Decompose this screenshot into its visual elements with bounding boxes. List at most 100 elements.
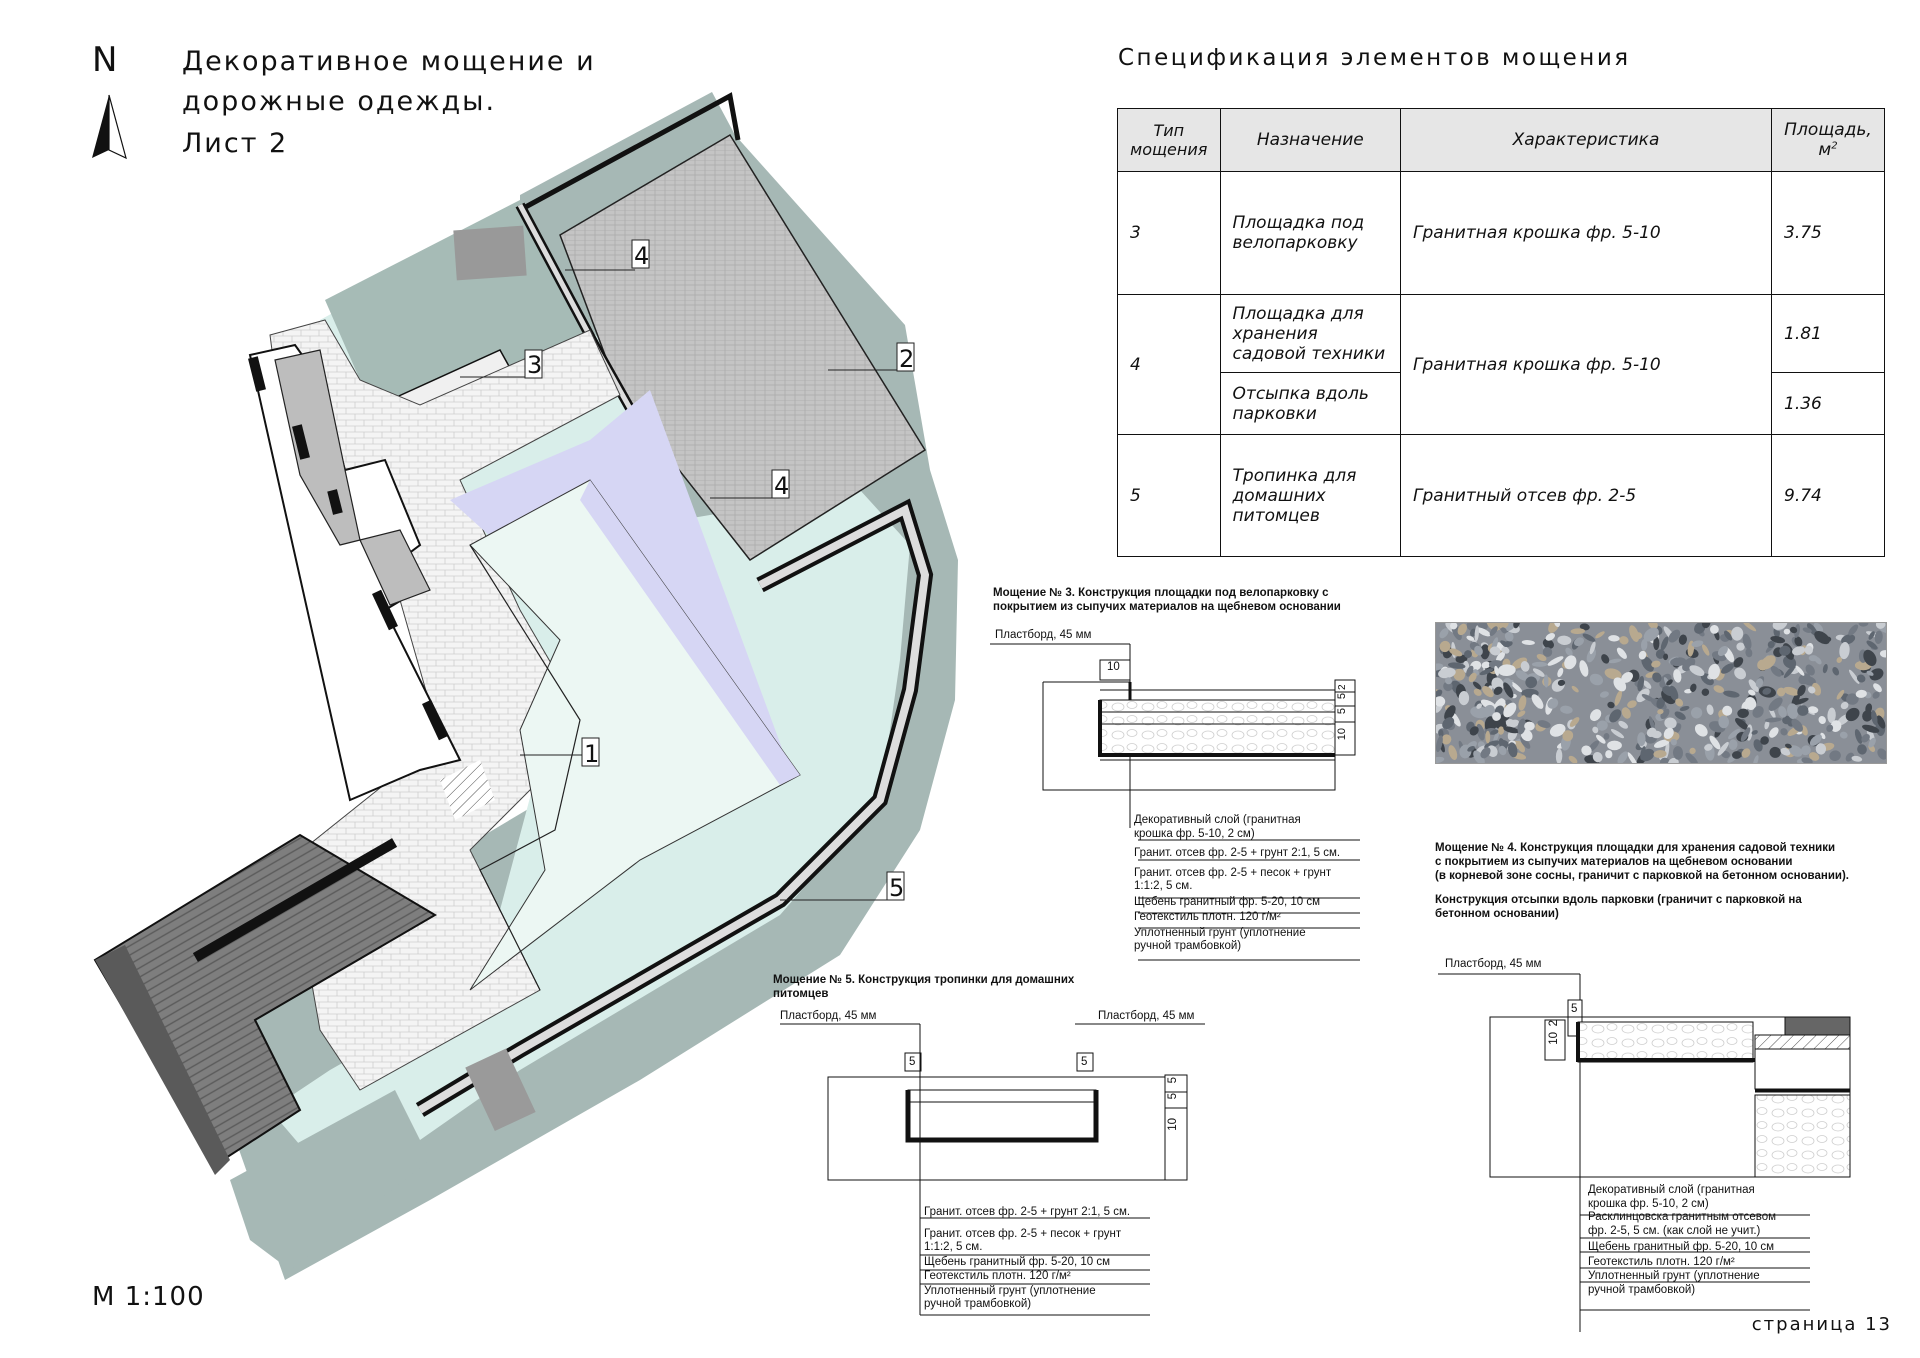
dim-label: 5 — [1336, 708, 1348, 715]
layer-text: Геотекстиль плотн. 120 г/м² — [1134, 911, 1281, 923]
dim-label: 5 — [1167, 1093, 1179, 1100]
dim-label: 10 — [1167, 1118, 1179, 1131]
title-line: Лист 2 — [182, 128, 289, 159]
section-3-board-label: Пластборд, 45 мм — [995, 629, 1092, 641]
dim-label: 5 — [1081, 1056, 1088, 1068]
dim-label: 5 — [909, 1056, 916, 1068]
caption-line: с покрытием из сыпучих материалов на щеб… — [1435, 856, 1793, 868]
zone-label-4-top: 4 — [634, 242, 649, 270]
header-area-text: Площадь, м — [1784, 120, 1872, 160]
page-number: страница 13 — [1751, 1314, 1892, 1335]
cell-char: Гранитный отсев фр. 2-5 — [1400, 434, 1773, 557]
zone-label-2: 2 — [899, 345, 914, 373]
caption-line: Мощение № 3. Конструкция площадки под ве… — [993, 587, 1329, 599]
header-area: Площадь, м2 — [1771, 108, 1885, 172]
layer-text: Гранит. отсев фр. 2-5 + грунт 2:1, 5 см. — [1134, 847, 1341, 859]
caption-line: Конструкция отсыпки вдоль парковки (гран… — [1435, 894, 1802, 906]
layer-text: Декоративный слой (гранитная — [1134, 814, 1301, 826]
layer-text: Гранит. отсев фр. 2-5 + песок + грунт — [924, 1227, 1122, 1240]
dim-label: 5 — [1571, 1003, 1578, 1015]
section-5-layers: Гранит. отсев фр. 2-5 + грунт 2:1, 5 см.… — [924, 1206, 1130, 1312]
layer-text: Геотекстиль плотн. 120 г/м² — [924, 1270, 1071, 1282]
zone-label-4-mid: 4 — [774, 472, 789, 500]
header-char: Характеристика — [1400, 108, 1773, 172]
section-4-layers: Декоративный слой (гранитная крошка фр. … — [1588, 1184, 1776, 1297]
layer-text: 1:1:2, 5 см. — [924, 1241, 983, 1253]
zone-label-3: 3 — [527, 351, 542, 379]
section-3-layers: Декоративный слой (гранитная крошка фр. … — [1134, 814, 1340, 954]
table-row: 3 Площадка под велопарковку Гранитная кр… — [1117, 171, 1885, 295]
table-row: 4 Площадка для хранения садовой техники … — [1117, 294, 1885, 435]
section-5-drawing — [780, 1023, 1205, 1316]
caption-line: (в корневой зоне сосны, граничит с парко… — [1435, 870, 1849, 882]
cell-area: 1.36 — [1771, 372, 1885, 435]
dim-label: 10 — [1107, 661, 1120, 673]
zone-4-parking — [465, 1048, 536, 1132]
cell-char: Гранитная крошка фр. 5-10 — [1400, 294, 1773, 435]
zone-label-1: 1 — [584, 740, 599, 768]
border-line — [518, 92, 741, 213]
header-purpose: Назначение — [1219, 108, 1402, 172]
north-label: N — [92, 40, 118, 80]
title-line: Декоративное мощение и — [182, 46, 596, 77]
house-walls — [248, 343, 462, 802]
layer-text: фр. 2-5, 5 см. (как слой не учит.) — [1588, 1224, 1761, 1237]
layer-text: ручной трамбовкой) — [924, 1298, 1032, 1310]
section-5-board-right: Пластборд, 45 мм — [1098, 1010, 1195, 1022]
dim-label: 10 — [1336, 728, 1348, 741]
layer-text: 1:1:2, 5 см. — [1134, 880, 1193, 892]
layer-text: крошка фр. 5-10, 2 см) — [1588, 1197, 1709, 1210]
layer-text: Гранит. отсев фр. 2-5 + песок + грунт — [1134, 866, 1332, 879]
cell-purpose: Площадка под велопарковку — [1219, 171, 1402, 295]
cell-area: 3.75 — [1771, 171, 1885, 295]
section-5-board-left: Пластборд, 45 мм — [780, 1010, 877, 1022]
caption-line: покрытием из сыпучих материалов на щебне… — [993, 601, 1341, 613]
layer-text: Расклинцовска гранитным отсевом — [1588, 1211, 1776, 1223]
lawn-bottom — [230, 1090, 430, 1270]
layer-text: Декоративный слой (гранитная — [1588, 1184, 1755, 1196]
layer-text: ручной трамбовкой) — [1134, 940, 1242, 952]
zone-4-small — [453, 225, 527, 281]
layer-text: Щебень гранитный фр. 5-20, 10 см — [1134, 895, 1320, 908]
cell-purpose: Тропинка для домашних питомцев — [1219, 434, 1402, 557]
dim-label: 5 — [1336, 693, 1348, 700]
caption-line: бетонном основании) — [1435, 908, 1559, 920]
header-type: Тип мощения — [1117, 108, 1221, 172]
scale-label: М 1:100 — [92, 1282, 205, 1312]
caption-line: Мощение № 4. Конструкция площадки для хр… — [1435, 842, 1836, 854]
spec-table: Тип мощения Назначение Характеристика Пл… — [1117, 108, 1885, 557]
header-area-sup: 2 — [1831, 140, 1838, 152]
section-4-caption: Мощение № 4. Конструкция площадки для хр… — [1435, 841, 1849, 921]
table-row: 5 Тропинка для домашних питомцев Гранитн… — [1117, 434, 1885, 557]
layer-text: Уплотненный грунт (уплотнение — [1134, 926, 1306, 939]
cell-area: 1.81 — [1771, 294, 1885, 373]
cell-char: Гранитная крошка фр. 5-10 — [1400, 171, 1773, 295]
dim-label: 2 — [1548, 1020, 1560, 1027]
cell-area: 9.74 — [1771, 434, 1885, 557]
gravel-photo — [1435, 622, 1887, 764]
cell-type: 4 — [1117, 294, 1221, 435]
zone-labels: 1 2 3 4 4 5 — [460, 239, 915, 902]
north-arrow-icon — [92, 94, 127, 160]
page-title: Декоративное мощение и дорожные одежды. … — [182, 42, 596, 164]
title-line: дорожные одежды. — [182, 86, 497, 117]
caption-line: Мощение № 5. Конструкция тропинки для до… — [773, 974, 1075, 986]
zone-1-outline — [469, 544, 581, 991]
zone-label-5: 5 — [889, 874, 904, 902]
section-3-caption: Мощение № 3. Конструкция площадки под ве… — [993, 586, 1341, 614]
section-4-drawing — [1438, 973, 1851, 1332]
section-5-caption: Мощение № 5. Конструкция тропинки для до… — [773, 973, 1074, 1001]
dim-label: 10 — [1548, 1032, 1560, 1045]
cell-purpose: Площадка для хранения садовой техники — [1219, 294, 1402, 373]
pool-area — [469, 479, 801, 991]
section-4-board-label: Пластборд, 45 мм — [1445, 958, 1542, 970]
layer-text: ручной трамбовкой) — [1588, 1283, 1696, 1296]
layer-text: крошка фр. 5-10, 2 см) — [1134, 827, 1255, 840]
layer-text: Щебень гранитный фр. 5-20, 10 см — [1588, 1241, 1774, 1253]
layer-text: Геотекстиль плотн. 120 г/м² — [1588, 1255, 1735, 1268]
hatched-strip — [440, 760, 495, 820]
dim-label: 5 — [1167, 1077, 1179, 1084]
caption-line: питомцев — [773, 988, 829, 1000]
layer-text: Уплотненный грунт (уплотнение — [924, 1284, 1096, 1297]
